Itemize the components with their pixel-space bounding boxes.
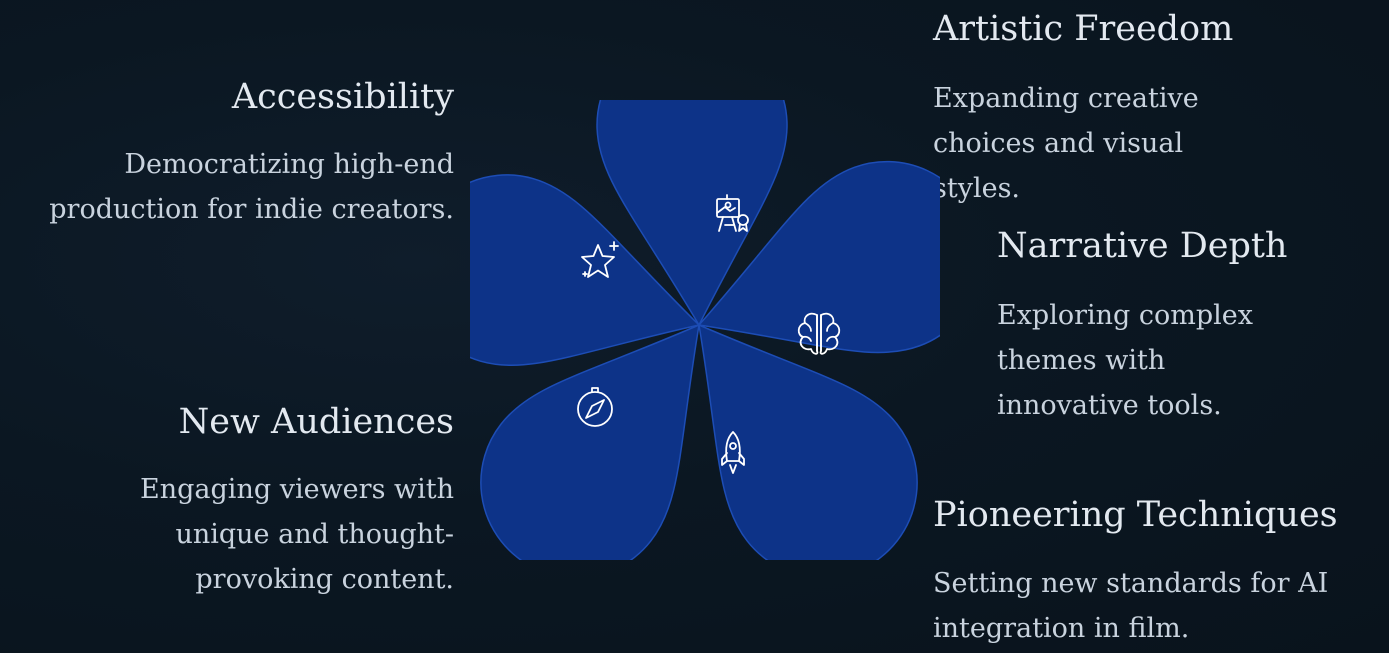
narrative-depth-desc: Exploring complex themes with innovative… xyxy=(997,300,1254,421)
accessibility-title: Accessibility xyxy=(231,77,454,117)
pioneering-techniques-title: Pioneering Techniques xyxy=(933,495,1338,535)
artistic-freedom-title: Artistic Freedom xyxy=(933,9,1234,49)
star-icon xyxy=(581,241,619,278)
easel-icon xyxy=(716,194,749,232)
flower-diagram xyxy=(470,100,940,560)
accessibility-desc: Democratizing high-end production for in… xyxy=(49,149,454,225)
new-audiences-title: New Audiences xyxy=(178,402,454,442)
narrative-depth-title: Narrative Depth xyxy=(997,226,1288,266)
rocket-icon xyxy=(721,431,745,474)
compass-icon xyxy=(577,387,613,427)
new-audiences-desc: Engaging viewers with unique and thought… xyxy=(140,474,454,595)
pioneering-techniques-desc: Setting new standards for AI integration… xyxy=(933,568,1329,644)
artistic-freedom-desc: Expanding creative choices and visual st… xyxy=(933,83,1199,204)
brain-icon xyxy=(797,312,841,355)
